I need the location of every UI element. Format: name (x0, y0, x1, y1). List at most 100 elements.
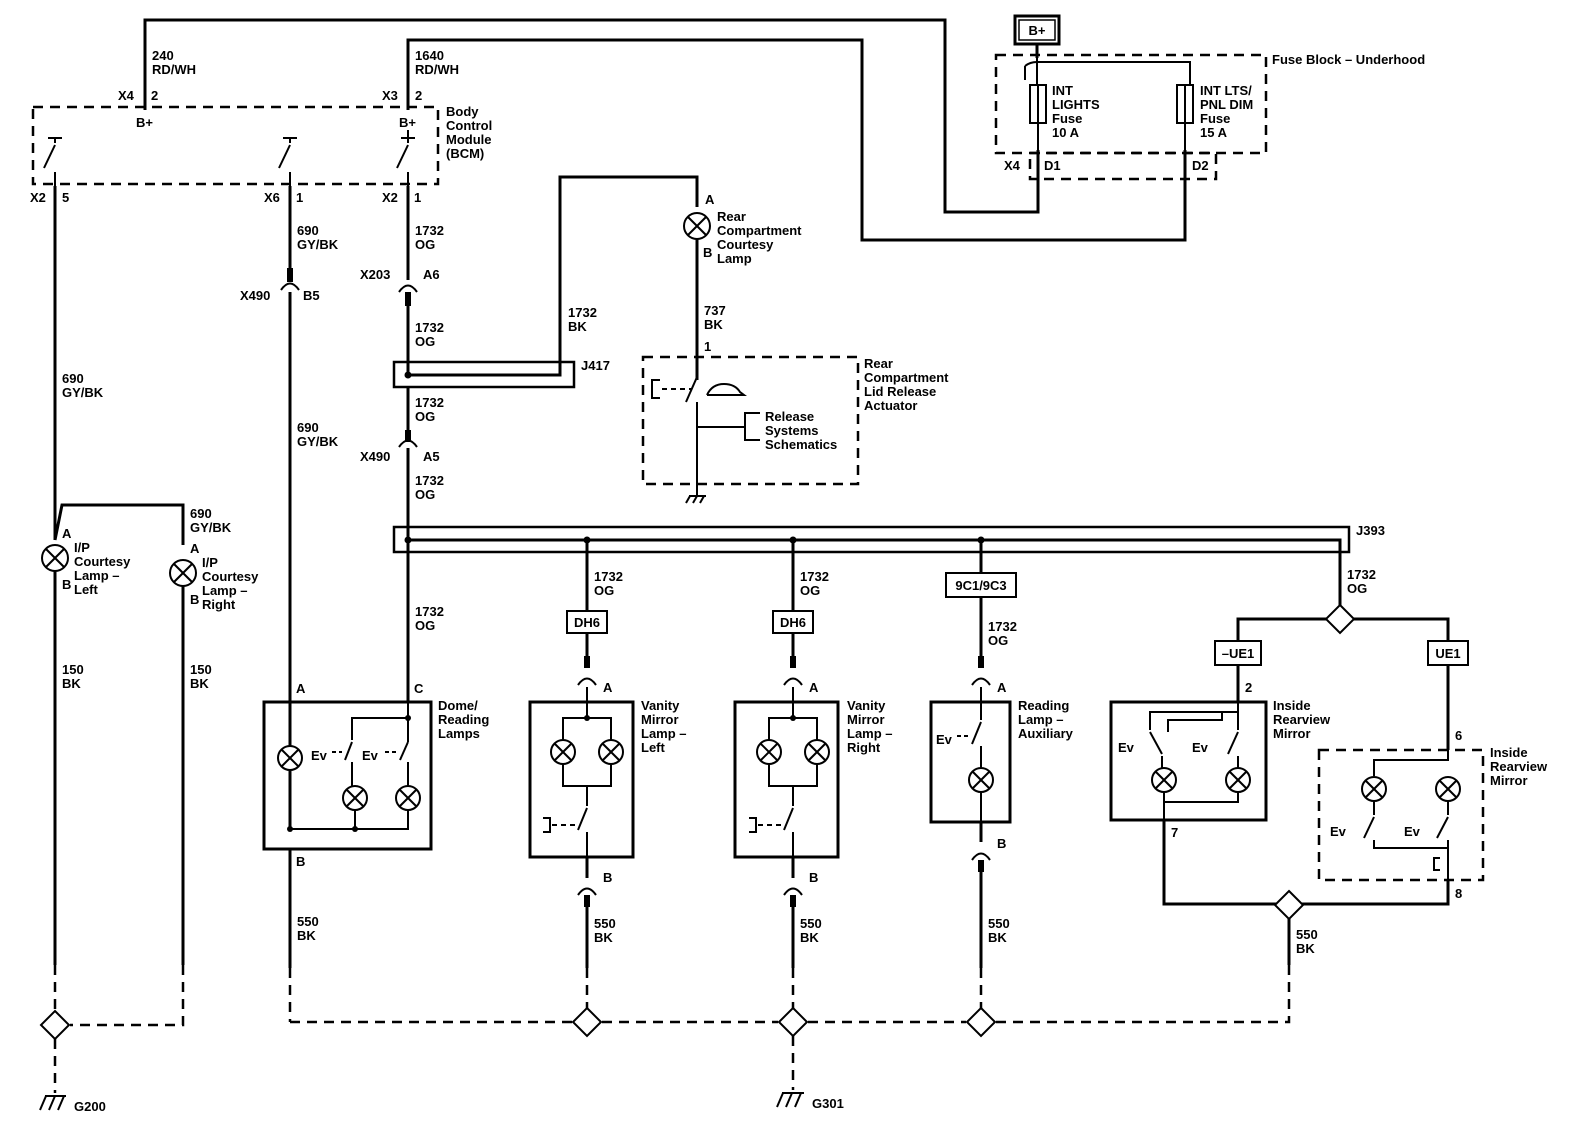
g301-splice-2-icon (777, 1006, 809, 1038)
dome-line2: Reading (438, 712, 489, 727)
reading-aux-line2: Lamp – (1018, 712, 1064, 727)
option-9c1-9c3: 9C1/9C3 (955, 578, 1006, 593)
mirror1-line2: Rearview (1273, 712, 1331, 727)
bcm-name-line2: Control (446, 118, 492, 133)
battery-terminal: B+ (1013, 14, 1061, 58)
vanity-left-line2: Mirror (641, 712, 679, 727)
wire-1732-dome-number: 1732 (415, 604, 444, 619)
vanity-right-line3: Lamp – (847, 726, 893, 741)
actuator-line1: Rear (864, 356, 893, 371)
rear-lamp-pin-a: A (705, 192, 715, 207)
ip-left-pin-a: A (62, 526, 72, 541)
mirror1-line3: Mirror (1273, 726, 1311, 741)
conn-a5: A5 (423, 449, 440, 464)
option-not-ue1: –UE1 (1222, 646, 1255, 661)
wire-550-mir-color: BK (1296, 941, 1315, 956)
wire-550-vl-number: 550 (594, 916, 616, 931)
wire-1732-dome-color: OG (415, 618, 435, 633)
wire-1732-c-number: 1732 (415, 395, 444, 410)
wire-550-dome-color: BK (297, 928, 316, 943)
bcm-x6-label: X6 (264, 190, 280, 205)
wire-1732-d-number: 1732 (415, 473, 444, 488)
mirror2-ev-2: Ev (1404, 824, 1421, 839)
ip-left-line1: I/P (74, 540, 90, 555)
bcm-bplus-left: B+ (136, 115, 153, 130)
wire-690-dome2-color: GY/BK (297, 434, 339, 449)
bcm-name-line1: Body (446, 104, 479, 119)
wire-1732-b-color: OG (415, 334, 435, 349)
reading-aux-line1: Reading (1018, 698, 1069, 713)
dome-feed-690: 690 GY/BK X490 B5 690 GY/BK (240, 186, 339, 830)
ip-right-pin-b: B (190, 592, 199, 607)
conn-b5-pin: B5 (303, 288, 320, 303)
vanity-right-pin-a: A (809, 680, 819, 695)
ground-g301: G301 (812, 1096, 844, 1111)
rear-lamp-line4: Lamp (717, 251, 752, 266)
body-control-module: X4 2 X3 2 B+ B+ Body Control Module (BCM… (30, 88, 492, 205)
wire-550-ra-color: BK (988, 930, 1007, 945)
mirror-splice-top-icon (1324, 603, 1356, 635)
release-ref-line1: Release (765, 409, 814, 424)
rear-lamp-line3: Courtesy (717, 237, 774, 252)
conn-x490-a5: X490 (360, 449, 390, 464)
mirror2-pin-8: 8 (1455, 886, 1462, 901)
inside-rearview-mirrors: 1732 OG –UE1 UE1 2 Ev Ev Inside Rearview… (1109, 567, 1548, 965)
splice-j417 (392, 360, 576, 389)
dome-ev-2: Ev (362, 748, 379, 763)
bcm-x6-pin: 1 (296, 190, 303, 205)
bcm-x4-pin: 2 (151, 88, 158, 103)
vanity-left-pin-a: A (603, 680, 613, 695)
vanity-left-line1: Vanity (641, 698, 680, 713)
rear-lamp-line1: Rear (717, 209, 746, 224)
vanity-mirror-left: 1732 OG DH6 A Vanity Mirror Lamp – Left … (528, 540, 687, 968)
wire-1732-mir-number: 1732 (1347, 567, 1376, 582)
wire-1732-c-color: OG (415, 409, 435, 424)
wire-690-right-number: 690 (190, 506, 212, 521)
mirror2-line3: Mirror (1490, 773, 1528, 788)
conn-x203: X203 (360, 267, 390, 282)
ip-right-line4: Right (202, 597, 236, 612)
bcm-bplus-right: B+ (399, 115, 416, 130)
ip-right-line1: I/P (202, 555, 218, 570)
ip-left-line3: Lamp – (74, 568, 120, 583)
g301-splice-3-icon (965, 1006, 997, 1038)
splice-j417-label: J417 (581, 358, 610, 373)
actuator-pin-1: 1 (704, 339, 711, 354)
ground-g301-bus: G301 (288, 965, 1291, 1111)
actuator-line2: Compartment (864, 370, 949, 385)
wire-690-dome-number: 690 (297, 223, 319, 238)
wire-1732-a-number: 1732 (415, 223, 444, 238)
rear-compartment: A B Rear Compartment Courtesy Lamp 737 B… (641, 192, 949, 504)
actuator-line4: Actuator (864, 398, 917, 413)
mirror2-line2: Rearview (1490, 759, 1548, 774)
reading-lamp-auxiliary: 9C1/9C3 1732 OG A Ev Reading Lamp – Auxi… (929, 540, 1074, 968)
fuse-block-title: Fuse Block – Underhood (1272, 52, 1425, 67)
ip-right-line2: Courtesy (202, 569, 259, 584)
ip-left-line2: Courtesy (74, 554, 131, 569)
rear-lamp-line2: Compartment (717, 223, 802, 238)
rear-lamp-pin-b: B (703, 245, 712, 260)
dome-pin-c: C (414, 681, 424, 696)
wire-737-color: BK (704, 317, 723, 332)
fuse1-line3: Fuse (1052, 111, 1082, 126)
lid-release-actuator (641, 355, 860, 486)
wire-1732-ra-number: 1732 (988, 619, 1017, 634)
main-1732-feed: 1732 OG X203 A6 1732 OG J417 1732 BK 173… (360, 175, 699, 540)
wire-690-left-number: 690 (62, 371, 84, 386)
mirror2-pin-6: 6 (1455, 728, 1462, 743)
fuse1-line4: 10 A (1052, 125, 1080, 140)
ground-g200: G200 (74, 1099, 106, 1114)
pin-d2: D2 (1192, 158, 1209, 173)
wire-240-color: RD/WH (152, 62, 196, 77)
ip-left-line4: Left (74, 582, 99, 597)
dome-pin-b: B (296, 854, 305, 869)
wire-150-left-number: 150 (62, 662, 84, 677)
wire-550-vr-number: 550 (800, 916, 822, 931)
bcm-x3-pin: 2 (415, 88, 422, 103)
g301-splice-1-icon (571, 1006, 603, 1038)
fuse2-line1: INT LTS/ (1200, 83, 1252, 98)
splice-j393-label: J393 (1356, 523, 1385, 538)
vanity-left-line4: Left (641, 740, 666, 755)
mirror1-line1: Inside (1273, 698, 1311, 713)
